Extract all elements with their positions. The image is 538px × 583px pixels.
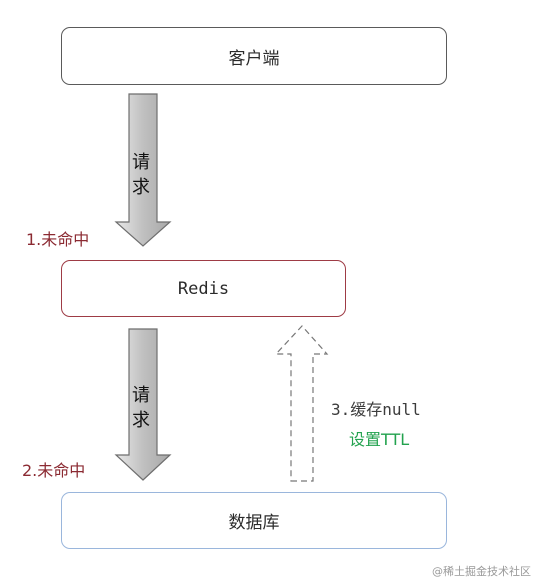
redis-label: Redis bbox=[177, 278, 230, 299]
request-label-1: 请 求 bbox=[132, 152, 150, 198]
database-label: 数据库 bbox=[228, 513, 280, 533]
miss-label-2: 2.未命中 bbox=[22, 461, 86, 480]
request-label-2: 请 求 bbox=[132, 385, 150, 431]
request-arrow-2 bbox=[114, 328, 172, 481]
database-node: 数据库 bbox=[61, 492, 447, 549]
miss-label-1: 1.未命中 bbox=[26, 230, 90, 249]
cache-null-label: 3.缓存null bbox=[331, 400, 421, 419]
cache-null-arrow bbox=[274, 325, 329, 482]
request-arrow-1 bbox=[114, 93, 172, 247]
client-node: 客户端 bbox=[61, 27, 447, 85]
redis-node: Redis bbox=[61, 260, 346, 317]
client-label: 客户端 bbox=[228, 48, 280, 69]
set-ttl-label: 设置TTL bbox=[349, 430, 410, 449]
watermark: @稀土掘金技术社区 bbox=[432, 565, 531, 578]
